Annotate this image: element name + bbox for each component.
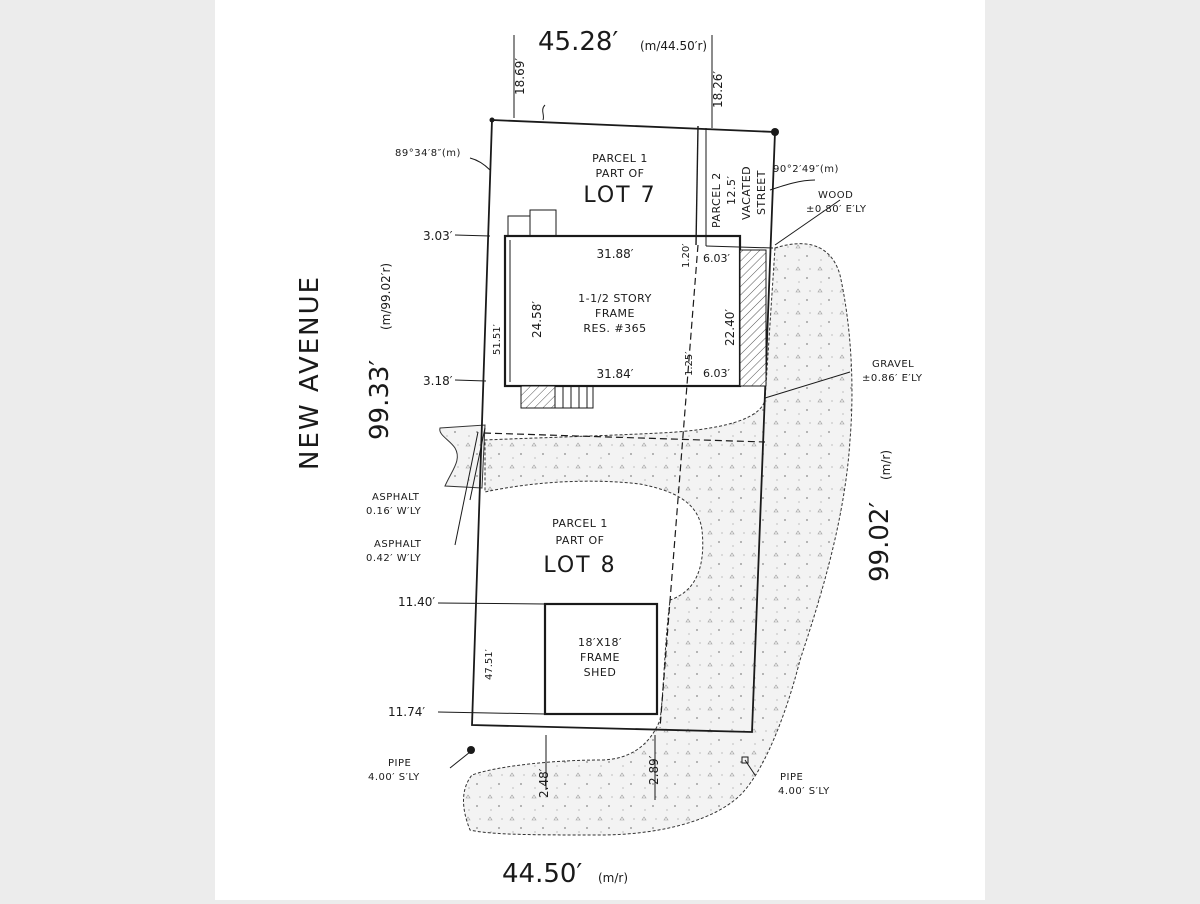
- leader-line: [542, 104, 546, 121]
- dim-line: [437, 711, 546, 715]
- corner-pin-icon: [489, 117, 495, 123]
- wood-line1: WOOD: [818, 190, 853, 201]
- house-line2: FRAME: [595, 307, 635, 320]
- pipe-marker-icon: [741, 756, 749, 764]
- right-length-dim: 99.02′: [865, 502, 895, 582]
- top-width-note: (m/44.50′r): [640, 39, 707, 53]
- house-line3: RES. #365: [583, 322, 646, 335]
- asphalt1-line2: 0.16′ W′LY: [366, 506, 422, 517]
- dim-18-69: 18.69′: [513, 58, 527, 95]
- angle-right: 90°2′49″(m): [773, 164, 839, 175]
- frame-shed: [543, 602, 659, 716]
- leader-line: [764, 371, 851, 399]
- house-bottom-dim: 31.84′: [596, 367, 633, 381]
- leader-line: [454, 431, 479, 546]
- parcel2-line1: PARCEL 2: [710, 172, 723, 228]
- lot-divider-line: [483, 432, 766, 443]
- house-bump: [529, 209, 557, 237]
- pipe-marker-icon: [467, 746, 475, 754]
- shed-line3: SHED: [584, 666, 617, 679]
- house-top-dim: 31.88′: [596, 247, 633, 261]
- lot8-line2: PART OF: [556, 534, 605, 547]
- gravel-line1: GRAVEL: [872, 359, 914, 370]
- shed-top-offset: 11.40′: [398, 595, 435, 609]
- pipe-right-line2: 4.00′ S′LY: [778, 786, 830, 797]
- wood-line2: ±0.80′ E′LY: [806, 204, 867, 215]
- bottom-width-note: (m/r): [598, 871, 628, 885]
- lot7-title: LOT 7: [583, 183, 656, 208]
- shed-line2: FRAME: [580, 651, 620, 664]
- leader-line: [449, 751, 471, 769]
- asphalt1-line1: ASPHALT: [372, 492, 420, 503]
- parcel-line-bottom-dim: 1.25′: [684, 351, 695, 376]
- angle-left: 89°34′8″(m): [395, 148, 461, 159]
- dim-3-18: 3.18′: [423, 374, 453, 388]
- street-name: NEW AVENUE: [295, 275, 325, 470]
- wood-porch: [739, 249, 767, 387]
- pipe-left-line2: 4.00′ S′LY: [368, 772, 420, 783]
- lot8-title: LOT 8: [543, 553, 616, 578]
- gravel-line2: ±0.86′ E′LY: [862, 373, 923, 384]
- bottom-width-dim: 44.50′: [502, 859, 582, 889]
- pipe-left-line1: PIPE: [388, 758, 411, 769]
- dim-3-03: 3.03′: [423, 229, 453, 243]
- dim-2-89: 2.89′: [647, 755, 661, 785]
- parcel2-line3: VACATED: [740, 166, 753, 220]
- asphalt-patch: [439, 424, 486, 489]
- leader-line: [774, 199, 841, 246]
- left-length-note: (m/99.02′r): [379, 263, 393, 330]
- steps: [520, 385, 556, 409]
- leader-line: [469, 427, 486, 501]
- dim-line: [437, 602, 546, 605]
- dim-2-48: 2.48′: [537, 768, 551, 798]
- house-offset-dim: 51.51′: [492, 323, 503, 355]
- porch-top-dim: 6.03′: [703, 252, 730, 265]
- parcel-line-top-dim: 1.20′: [681, 243, 692, 268]
- property-boundary: [471, 119, 776, 733]
- gravel-driveway-area: [463, 243, 853, 836]
- corner-pin-icon: [771, 128, 779, 136]
- leader-line: [469, 157, 491, 171]
- lot7-line2: PART OF: [596, 167, 645, 180]
- parcel-2-line: [695, 125, 699, 246]
- right-length-note: (m/r): [879, 450, 893, 480]
- asphalt2-line2: 0.42′ W′LY: [366, 553, 422, 564]
- dim-line: [454, 379, 487, 382]
- house-left-dim: 24.58′: [530, 301, 544, 338]
- shed-line1: 18′X18′: [578, 636, 622, 649]
- lot7-line1: PARCEL 1: [592, 152, 648, 165]
- porch-bottom-dim: 6.03′: [703, 367, 730, 380]
- parcel2-line2: 12.5′: [725, 176, 738, 206]
- house-right-dim: 22.40′: [723, 309, 737, 346]
- lot-dashed-line: [659, 244, 699, 729]
- pipe-right-line1: PIPE: [780, 772, 803, 783]
- top-width-dim: 45.28′: [538, 27, 618, 57]
- house-line1: 1-1/2 STORY: [578, 292, 652, 305]
- shed-height-dim: 47.51′: [484, 648, 495, 680]
- left-length-dim: 99.33′: [365, 360, 395, 440]
- parcel2-line4: STREET: [755, 170, 768, 215]
- dim-line: [454, 234, 491, 237]
- asphalt2-line1: ASPHALT: [374, 539, 422, 550]
- steps: [554, 385, 594, 409]
- dim-18-26: 18.26′: [711, 71, 725, 108]
- shed-bottom-offset: 11.74′: [388, 705, 425, 719]
- lot8-line1: PARCEL 1: [552, 517, 608, 530]
- leader-line: [769, 179, 816, 191]
